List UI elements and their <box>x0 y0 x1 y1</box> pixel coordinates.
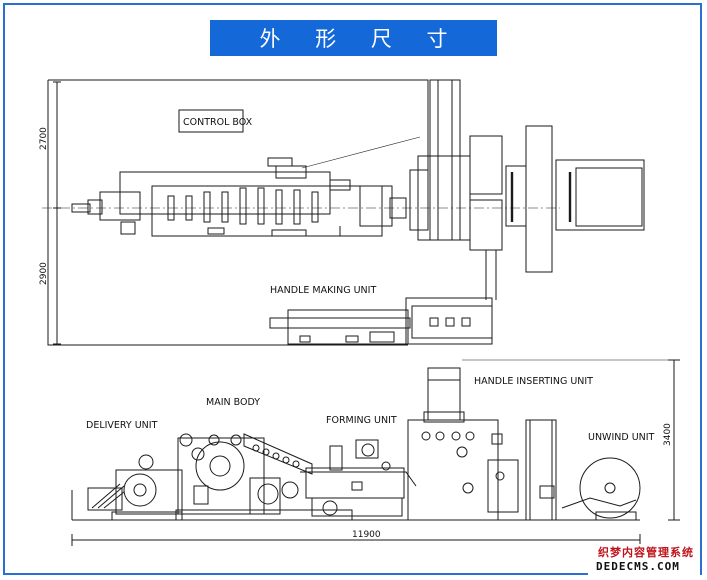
control-box-leader <box>301 136 421 169</box>
label-main-body: MAIN BODY <box>206 397 260 408</box>
label-forming-unit: FORMING UNIT <box>326 415 397 426</box>
main-body-drawing <box>175 433 353 521</box>
label-control-box: CONTROL BOX <box>183 117 253 128</box>
label-handle-making-unit: HANDLE MAKING UNIT <box>270 285 376 296</box>
plan-view <box>42 79 645 346</box>
unwind-unit-drawing <box>525 419 641 521</box>
side-view <box>71 359 680 546</box>
forming-unit-drawing <box>300 439 417 517</box>
delivery-unit-drawing <box>87 454 183 521</box>
watermark-url: DEDECMS.COM <box>596 560 680 573</box>
plan-unwind <box>505 125 645 273</box>
plan-handle-conveyor <box>409 79 503 300</box>
handle-inserting-unit-drawing <box>407 367 519 521</box>
label-handle-inserting-unit: HANDLE INSERTING UNIT <box>474 376 593 387</box>
plan-main-frame <box>119 171 331 215</box>
dim-3400: 3400 <box>663 423 673 446</box>
label-unwind-unit: UNWIND UNIT <box>588 432 655 443</box>
dim-2900: 2900 <box>39 262 49 285</box>
control-box <box>178 109 244 133</box>
diagram-frame <box>3 3 702 575</box>
dim-2700: 2700 <box>39 127 49 150</box>
plan-envelope <box>47 79 429 346</box>
watermark-backdrop <box>588 544 700 576</box>
dim-11900: 11900 <box>352 530 381 540</box>
plan-handle-making <box>269 297 493 345</box>
unwind-roll <box>579 457 641 519</box>
label-delivery-unit: DELIVERY UNIT <box>86 420 158 431</box>
watermark-text: 织梦内容管理系统 <box>598 546 694 559</box>
plan-rollers <box>167 187 319 225</box>
page-title: 外 形 尺 寸 <box>210 20 497 56</box>
